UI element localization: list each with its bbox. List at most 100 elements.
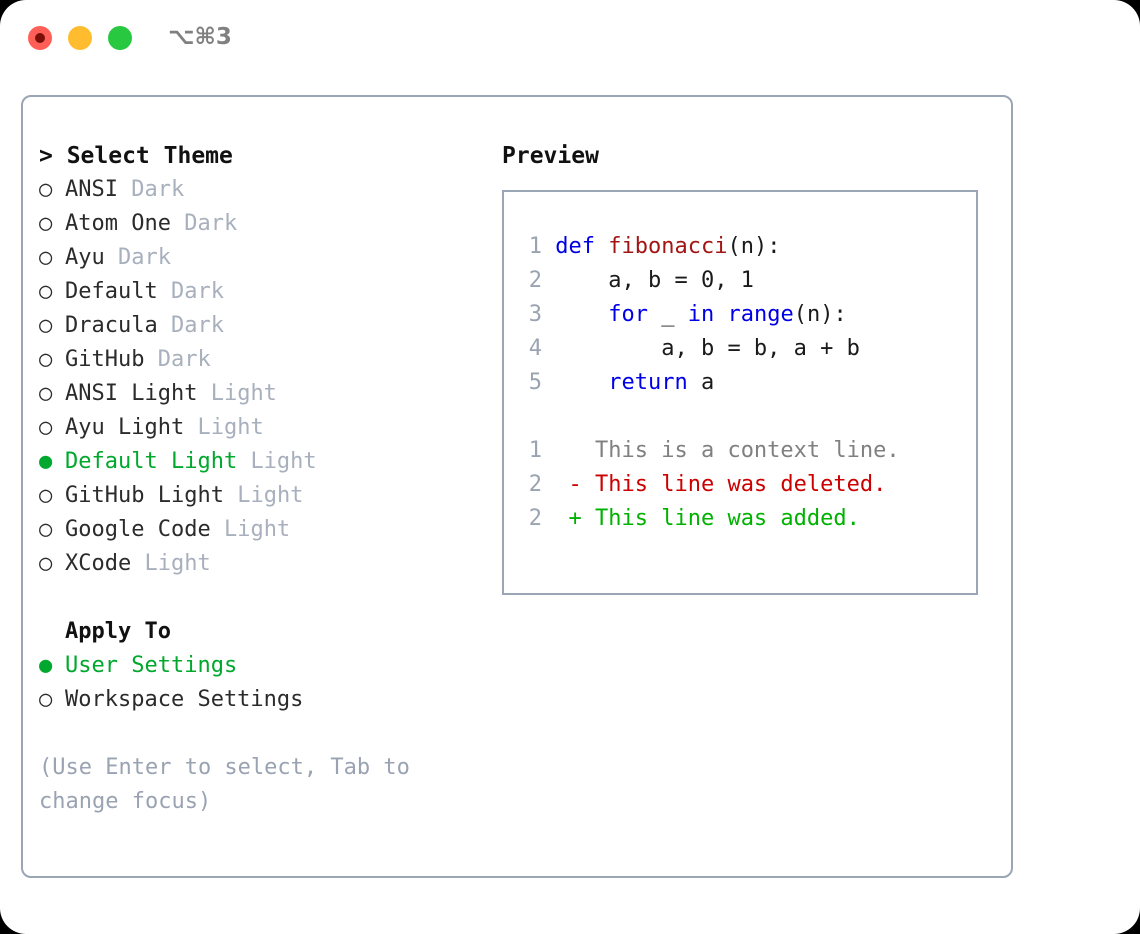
code-spacer bbox=[516, 400, 976, 434]
label-spacer bbox=[144, 347, 157, 372]
code-token: (n): bbox=[793, 302, 847, 327]
diff-marker-gap bbox=[542, 472, 569, 497]
radio-unselected-icon: ○ bbox=[39, 517, 53, 542]
theme-mode-badge: Dark bbox=[170, 279, 224, 304]
code-token: fibonacci bbox=[608, 234, 728, 259]
code-token: return bbox=[608, 370, 688, 395]
theme-option-google-code[interactable]: ○Google Code Light bbox=[39, 513, 489, 547]
label-spacer bbox=[211, 517, 224, 542]
theme-option-label: ANSI bbox=[65, 177, 118, 202]
theme-option-label: Ayu Light bbox=[65, 415, 185, 440]
code-token: def bbox=[555, 234, 595, 259]
theme-mode-badge: Dark bbox=[184, 211, 238, 236]
diff-line: 2 - This line was deleted. bbox=[516, 468, 976, 502]
code-token: _ bbox=[647, 302, 688, 327]
line-number: 3 bbox=[528, 302, 542, 327]
theme-mode-badge: Dark bbox=[131, 177, 185, 202]
diff-marker-gap bbox=[542, 438, 569, 463]
apply-to-option-workspace-settings[interactable]: ○ Workspace Settings bbox=[39, 683, 489, 717]
theme-option-default[interactable]: ○ Default Dark bbox=[39, 275, 489, 309]
theme-option-ayu[interactable]: ○Ayu Dark bbox=[39, 241, 489, 275]
apply-to-list[interactable]: ● User Settings ○ Workspace Settings bbox=[39, 649, 489, 717]
code-line: 5 return a bbox=[516, 366, 976, 400]
theme-option-ansi[interactable]: ○ANSI Dark bbox=[39, 173, 489, 207]
theme-mode-badge: Dark bbox=[157, 347, 211, 372]
theme-mode-badge: Light bbox=[223, 517, 291, 542]
line-number: 4 bbox=[528, 336, 542, 361]
label-spacer bbox=[158, 279, 171, 304]
code-token: a, b = b, a + b bbox=[661, 336, 860, 361]
code-line: 1 def fibonacci(n): bbox=[516, 230, 976, 264]
diff-text: This line was deleted. bbox=[581, 472, 887, 497]
theme-option-label: XCode bbox=[65, 551, 132, 576]
code-token: a bbox=[687, 370, 715, 395]
diff-text: This is a context line. bbox=[581, 438, 900, 463]
theme-option-github[interactable]: ○GitHub Dark bbox=[39, 343, 489, 377]
keyboard-shortcut-label: ⌥⌘3 bbox=[168, 24, 232, 50]
line-indent bbox=[542, 336, 661, 361]
line-number: 1 bbox=[528, 234, 542, 259]
theme-mode-badge: Light bbox=[197, 415, 264, 440]
main-panel: > Select Theme ○ANSI Dark○Atom One Dark○… bbox=[21, 95, 1013, 878]
line-indent bbox=[542, 268, 608, 293]
label-spacer bbox=[224, 483, 237, 508]
radio-unselected-icon: ○ bbox=[39, 381, 53, 406]
apply-to-option-label: User Settings bbox=[65, 653, 238, 678]
theme-option-label: Atom One bbox=[65, 211, 171, 236]
code-token: (n): bbox=[727, 234, 781, 259]
theme-option-label: Default Light bbox=[65, 449, 238, 474]
radio-unselected-icon: ○ bbox=[39, 347, 53, 372]
diff-marker: - bbox=[568, 472, 582, 497]
diff-marker-gap bbox=[542, 506, 569, 531]
radio-selected-icon: ● bbox=[39, 653, 53, 678]
radio-unselected-icon: ○ bbox=[39, 687, 53, 712]
theme-option-ansi-light[interactable]: ○ ANSI Light Light bbox=[39, 377, 489, 411]
radio-unselected-icon: ○ bbox=[39, 313, 53, 338]
code-line: 4 a, b = b, a + b bbox=[516, 332, 976, 366]
theme-list[interactable]: ○ANSI Dark○Atom One Dark○Ayu Dark○Defaul… bbox=[39, 173, 489, 581]
label-spacer bbox=[131, 551, 144, 576]
label-spacer bbox=[171, 211, 184, 236]
code-token bbox=[714, 302, 727, 327]
minimize-button[interactable] bbox=[68, 26, 92, 50]
theme-option-label: ANSI Light bbox=[65, 381, 198, 406]
radio-unselected-icon: ○ bbox=[39, 415, 53, 440]
line-indent bbox=[542, 234, 555, 259]
apply-to-option-label: Workspace Settings bbox=[65, 687, 304, 712]
apply-to-option-user-settings[interactable]: ● User Settings bbox=[39, 649, 489, 683]
theme-mode-badge: Light bbox=[250, 449, 317, 474]
diff-line: 1 This is a context line. bbox=[516, 434, 976, 468]
theme-option-atom-one[interactable]: ○ Atom One Dark bbox=[39, 207, 489, 241]
theme-mode-badge: Light bbox=[210, 381, 277, 406]
preview-title: Preview bbox=[502, 143, 599, 169]
label-spacer bbox=[197, 381, 210, 406]
theme-option-ayu-light[interactable]: ○ Ayu Light Light bbox=[39, 411, 489, 445]
theme-option-default-light[interactable]: ● Default Light Light bbox=[39, 445, 489, 479]
code-line: 2 a, b = 0, 1 bbox=[516, 264, 976, 298]
radio-unselected-icon: ○ bbox=[39, 279, 53, 304]
theme-mode-badge: Dark bbox=[118, 245, 171, 270]
code-token: a, b = 0, 1 bbox=[608, 268, 754, 293]
theme-option-dracula[interactable]: ○ Dracula Dark bbox=[39, 309, 489, 343]
theme-option-label: Ayu bbox=[65, 245, 105, 270]
theme-option-github-light[interactable]: ○GitHub Light Light bbox=[39, 479, 489, 513]
radio-unselected-icon: ○ bbox=[39, 211, 53, 236]
diff-sample: 1 This is a context line.2 - This line w… bbox=[516, 434, 976, 536]
label-spacer bbox=[184, 415, 197, 440]
theme-mode-badge: Dark bbox=[170, 313, 224, 338]
code-token: for bbox=[608, 302, 648, 327]
theme-option-label: Dracula bbox=[65, 313, 158, 338]
section-spacer bbox=[39, 581, 489, 615]
label-spacer bbox=[237, 449, 250, 474]
label-spacer bbox=[118, 177, 131, 202]
close-icon bbox=[35, 33, 45, 43]
theme-option-label: Default bbox=[65, 279, 158, 304]
code-token: range bbox=[727, 302, 794, 327]
keyboard-hint: (Use Enter to select, Tab to change focu… bbox=[39, 755, 424, 814]
title-bar: ⌥⌘3 bbox=[0, 0, 1140, 76]
radio-selected-icon: ● bbox=[39, 449, 53, 474]
theme-option-xcode[interactable]: ○XCode Light bbox=[39, 547, 489, 581]
maximize-button[interactable] bbox=[108, 26, 132, 50]
